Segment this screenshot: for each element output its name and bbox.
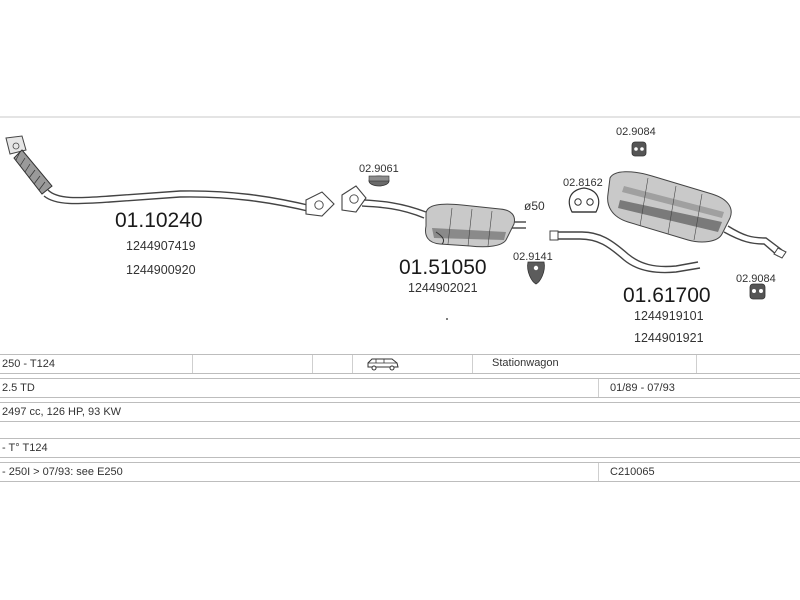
clamp-center-label: 02.9141 <box>513 251 553 263</box>
spec-row-model: 250 - T124 Stationwagon <box>0 354 800 374</box>
station-wagon-icon <box>366 357 400 375</box>
hanger-top-icon <box>631 141 647 157</box>
exhaust-system-diagram: 01.10240 1244907419 1244900920 01.51050 … <box>0 116 800 345</box>
center-silencer-drawing <box>341 185 526 248</box>
spec-row-power: 2497 cc, 126 HP, 93 KW <box>0 402 800 422</box>
pipe-diameter-label: ø50 <box>524 199 545 213</box>
spec-row-note-code: C210065 <box>610 466 655 478</box>
spec-row-power-text: 2497 cc, 126 HP, 93 KW <box>2 406 122 418</box>
front-pipe-code: 01.10240 <box>115 209 203 232</box>
rear-silencer-ref-1: 1244919101 <box>634 309 704 323</box>
stray-dot <box>446 318 448 320</box>
front-pipe-ref-2: 1244900920 <box>126 263 196 277</box>
spec-row-body-type: Stationwagon <box>492 357 559 369</box>
front-pipe-ref-1: 1244907419 <box>126 239 196 253</box>
spec-row-type-text: - T° T124 <box>2 442 48 454</box>
spec-row-model-text: 250 - T124 <box>2 358 56 370</box>
rear-silencer-code: 01.61700 <box>623 284 711 307</box>
front-pipe-drawing <box>5 135 335 217</box>
rubber-mount-rear-icon <box>568 187 600 213</box>
spec-row-engine: 2.5 TD 01/89 - 07/93 <box>0 378 800 398</box>
rear-silencer-ref-2: 1244901921 <box>634 331 704 345</box>
rear-silencer-drawing <box>549 171 787 274</box>
clamp-center-icon <box>527 261 545 285</box>
hanger-top-label: 02.9084 <box>616 126 656 138</box>
rubber-mount-center-icon <box>368 175 390 187</box>
spec-row-engine-text: 2.5 TD <box>2 382 35 394</box>
spec-row-engine-dates: 01/89 - 07/93 <box>610 382 675 394</box>
hanger-bottom-icon <box>749 283 766 300</box>
hanger-bottom-label: 02.9084 <box>736 273 776 285</box>
spec-row-type: - T° T124 <box>0 438 800 458</box>
center-silencer-ref-1: 1244902021 <box>408 281 478 295</box>
spec-row-note: - 250I > 07/93: see E250 C210065 <box>0 462 800 482</box>
rubber-mount-center-label: 02.9061 <box>359 163 399 175</box>
rubber-mount-rear-label: 02.8162 <box>563 177 603 189</box>
center-silencer-code: 01.51050 <box>399 256 487 279</box>
spec-row-note-text: - 250I > 07/93: see E250 <box>2 466 123 478</box>
